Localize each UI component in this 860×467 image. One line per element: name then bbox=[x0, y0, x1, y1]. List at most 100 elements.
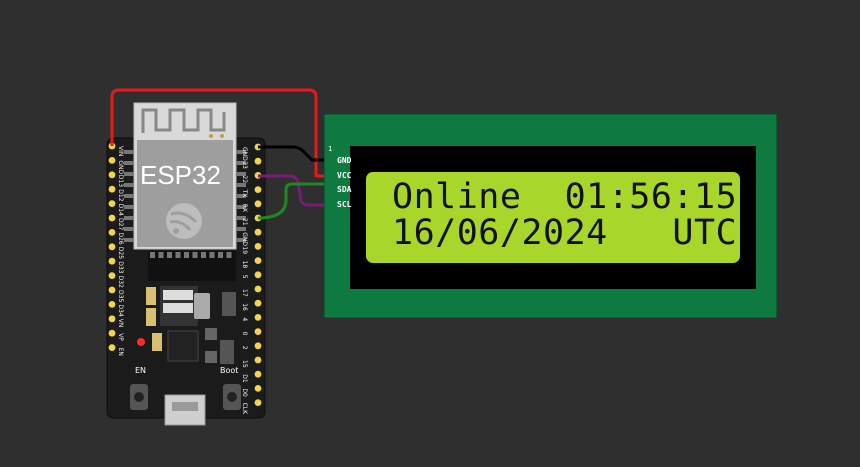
left-pin[interactable] bbox=[108, 329, 116, 337]
left-pin[interactable] bbox=[108, 229, 116, 236]
right-pin[interactable] bbox=[254, 257, 262, 264]
left-pin-label: D35 bbox=[117, 290, 124, 302]
left-pin-label: D26 bbox=[117, 232, 124, 244]
right-pin[interactable] bbox=[254, 356, 262, 364]
right-pin[interactable] bbox=[254, 200, 262, 208]
left-pin[interactable] bbox=[108, 286, 116, 294]
right-pin-label: 22 bbox=[241, 175, 248, 183]
wire-gnd-black[interactable] bbox=[258, 145, 330, 162]
module-pads bbox=[124, 150, 246, 258]
right-pin-label: D0 bbox=[241, 388, 248, 397]
left-pin[interactable] bbox=[108, 157, 116, 164]
right-pin[interactable] bbox=[254, 285, 262, 293]
right-pin[interactable] bbox=[254, 157, 262, 165]
right-pin[interactable] bbox=[254, 271, 262, 279]
left-pin-label: D25 bbox=[117, 247, 124, 259]
right-pin-label: 18 bbox=[241, 261, 248, 269]
lcd-line-2: 16/06/2024 UTC bbox=[392, 213, 738, 253]
module-pad bbox=[236, 150, 246, 154]
right-pin[interactable] bbox=[254, 328, 262, 335]
module-pad bbox=[124, 216, 134, 220]
module-pad bbox=[236, 238, 246, 242]
right-pin-label: 17 bbox=[241, 289, 248, 297]
left-pin-label: D13 bbox=[117, 175, 124, 187]
right-pin-label: D1 bbox=[241, 374, 248, 383]
lcd-pin-gnd-label: GND bbox=[337, 156, 352, 165]
right-pin-label: GND bbox=[241, 232, 248, 246]
module-pad bbox=[124, 205, 134, 209]
module-pad bbox=[124, 183, 134, 187]
right-pin[interactable] bbox=[254, 299, 262, 307]
module-pad bbox=[192, 252, 198, 258]
module-pad bbox=[218, 252, 223, 258]
left-pin-label: VP bbox=[117, 333, 124, 341]
module-pad bbox=[124, 161, 134, 165]
wire-sda-green[interactable] bbox=[257, 182, 330, 220]
right-pin[interactable] bbox=[254, 228, 262, 236]
right-pin-label: 2 bbox=[241, 346, 248, 350]
module-pad bbox=[124, 194, 134, 198]
power-led-icon bbox=[137, 338, 145, 346]
espressif-logo-icon bbox=[166, 203, 202, 239]
module-pad bbox=[124, 150, 134, 154]
left-pin-label: GND bbox=[117, 160, 124, 174]
left-pin[interactable] bbox=[108, 272, 116, 279]
right-pin-label: 15 bbox=[241, 360, 248, 368]
right-pin-label: GND bbox=[241, 147, 248, 161]
lcd-pin1-marker: 1 bbox=[328, 145, 333, 153]
wire-scl-purple[interactable] bbox=[258, 174, 330, 207]
module-pad bbox=[201, 252, 206, 258]
right-pin[interactable] bbox=[254, 243, 262, 250]
module-pad bbox=[124, 172, 134, 176]
module-pad bbox=[236, 205, 246, 209]
right-pin-label: 21 bbox=[241, 218, 248, 226]
right-pin-label: 23 bbox=[241, 161, 248, 169]
left-pin-label: D34 bbox=[117, 304, 124, 316]
left-pin[interactable] bbox=[108, 301, 116, 308]
right-pin-label: 16 bbox=[241, 303, 248, 311]
left-pin[interactable] bbox=[108, 315, 116, 323]
right-pin-label: 0 bbox=[241, 332, 248, 336]
right-pin[interactable] bbox=[254, 342, 262, 350]
left-pin-label: EN bbox=[117, 348, 124, 356]
module-pad bbox=[124, 227, 134, 231]
right-pin[interactable] bbox=[254, 399, 262, 406]
module-pad bbox=[209, 252, 215, 258]
right-pin-label: CLK bbox=[241, 403, 248, 416]
left-pin[interactable] bbox=[108, 214, 116, 222]
left-pin-label: D14 bbox=[117, 204, 124, 216]
right-pin[interactable] bbox=[254, 314, 262, 321]
lcd-screen: Online 01:56:15 16/06/2024 UTC bbox=[366, 172, 740, 263]
right-pin[interactable] bbox=[254, 370, 262, 378]
right-pin-label: 4 bbox=[241, 317, 248, 321]
lcd-pin-vcc-label: VCC bbox=[337, 171, 352, 180]
right-pin-label: RX bbox=[241, 204, 248, 212]
left-pin[interactable] bbox=[108, 257, 116, 265]
module-pad bbox=[236, 183, 246, 187]
left-pin-label: D33 bbox=[117, 261, 124, 273]
module-pad bbox=[158, 252, 164, 258]
module-pad bbox=[236, 161, 246, 165]
left-pin[interactable] bbox=[108, 243, 116, 251]
wire-vcc-red[interactable] bbox=[110, 88, 330, 178]
left-pin-header[interactable]: VINGNDD13D12D14D27D26D25D33D32D35D34VNVP… bbox=[108, 142, 124, 356]
module-pad bbox=[236, 227, 246, 231]
left-pin[interactable] bbox=[108, 171, 116, 179]
en-label: EN bbox=[135, 366, 146, 375]
right-pin[interactable] bbox=[254, 385, 262, 392]
esp32-board[interactable]: ESP32 EN Boot VINGNDD13D12D14D27D26D25D3… bbox=[106, 102, 266, 426]
module-pad bbox=[226, 252, 232, 258]
right-pin-label: 5 bbox=[241, 275, 248, 279]
right-pin[interactable] bbox=[254, 186, 262, 194]
left-pin-label: VN bbox=[117, 319, 124, 328]
module-pad bbox=[184, 252, 189, 258]
left-pin[interactable] bbox=[108, 185, 116, 193]
left-pin[interactable] bbox=[108, 200, 116, 208]
module-pad bbox=[236, 194, 246, 198]
boot-label: Boot bbox=[220, 366, 238, 375]
lcd-line-1: Online 01:56:15 bbox=[392, 177, 738, 217]
left-pin[interactable] bbox=[108, 344, 116, 351]
right-pin-label: TX bbox=[241, 189, 248, 198]
left-pin-label: D32 bbox=[117, 276, 124, 288]
